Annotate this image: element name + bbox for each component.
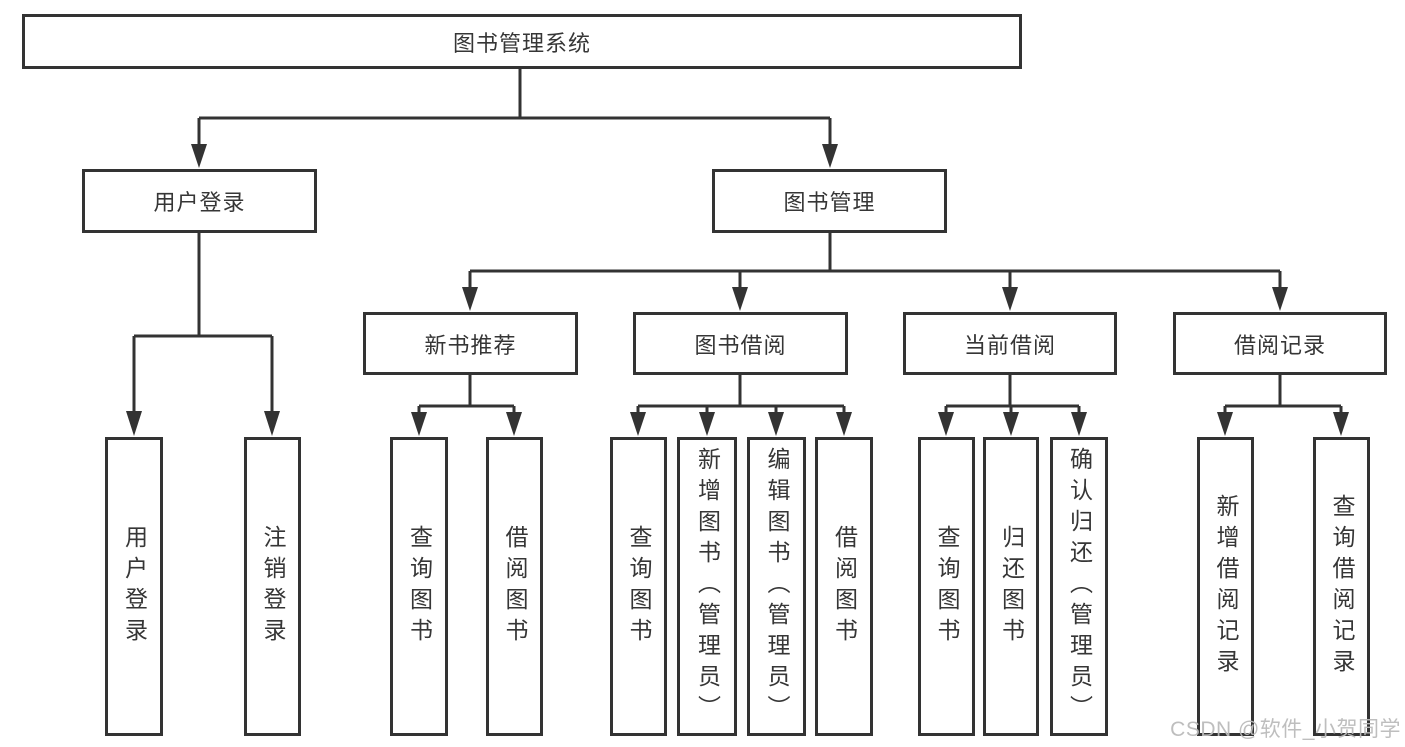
- node-book-borrowing: 图书借阅: [633, 312, 848, 375]
- node-borrowing-records: 借阅记录: [1173, 312, 1387, 375]
- node-cb-query-books: 查询图书: [918, 437, 975, 736]
- node-bb-borrow-books: 借阅图书: [815, 437, 873, 736]
- node-book-management: 图书管理: [712, 169, 947, 233]
- node-bb-edit-books-admin: 编辑图书（管理员）: [747, 437, 806, 736]
- csdn-watermark: CSDN @软件_小贺同学: [1170, 718, 1401, 741]
- node-nbr-query-books: 查询图书: [390, 437, 448, 736]
- node-logout: 注销登录: [244, 437, 301, 736]
- arrowheads: [126, 144, 1349, 436]
- node-bb-query-books: 查询图书: [610, 437, 667, 736]
- node-cb-return-books: 归还图书: [983, 437, 1039, 736]
- node-new-book-recommend: 新书推荐: [363, 312, 578, 375]
- node-bb-add-books-admin: 新增图书（管理员）: [677, 437, 737, 736]
- node-current-borrowing: 当前借阅: [903, 312, 1117, 375]
- node-user-login: 用户登录: [82, 169, 317, 233]
- node-nbr-borrow-books: 借阅图书: [486, 437, 543, 736]
- node-br-query-record: 查询借阅记录: [1313, 437, 1370, 736]
- node-user-login-leaf: 用户登录: [105, 437, 163, 736]
- node-cb-confirm-return-admin: 确认归还（管理员）: [1050, 437, 1108, 736]
- node-br-add-record: 新增借阅记录: [1197, 437, 1254, 736]
- node-library-system: 图书管理系统: [22, 14, 1022, 69]
- tree-edges: [132, 69, 1343, 412]
